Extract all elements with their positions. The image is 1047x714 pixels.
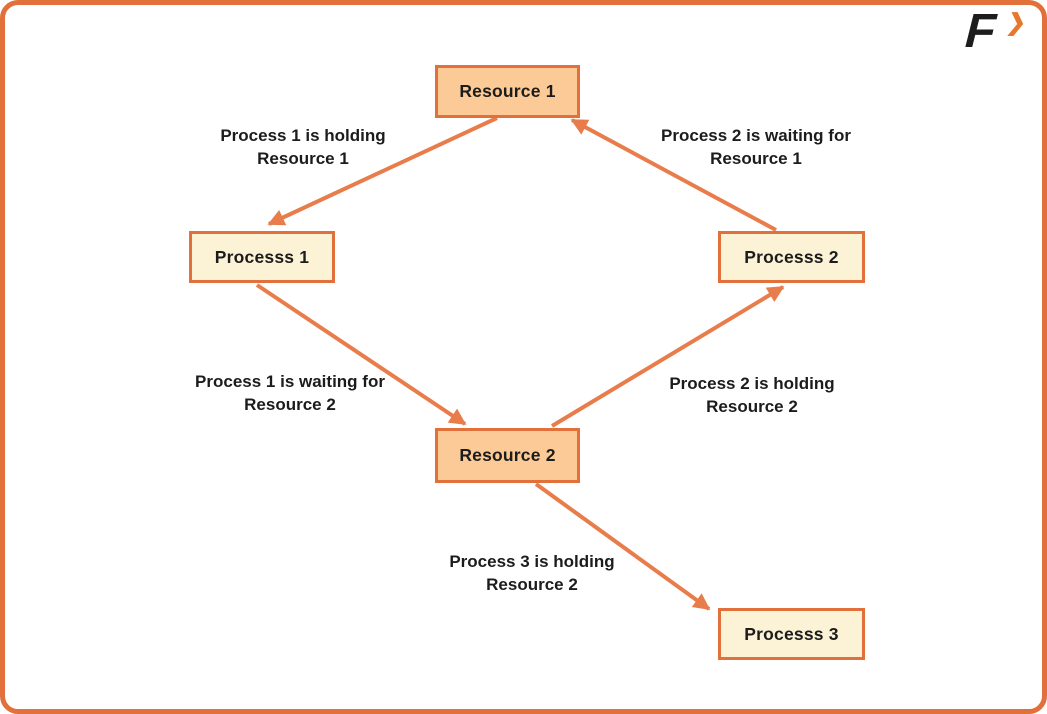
- logo-letter: F: [959, 5, 1002, 58]
- node-process-1: Processs 1: [189, 231, 335, 283]
- node-label: Resource 2: [459, 445, 556, 465]
- node-label: Processs 1: [214, 246, 310, 267]
- edge-label-waiting-r1: Process 2 is waiting for Resource 1: [641, 124, 871, 170]
- node-process-2: Processs 2: [718, 231, 865, 283]
- favtutor-logo: F ❯: [959, 5, 1029, 59]
- edge-label-line: Resource 2: [486, 575, 578, 594]
- edge-label-line: Process 2 is waiting for: [661, 126, 851, 145]
- node-process-3: Processs 3: [718, 608, 865, 660]
- node-label: Processs 2: [744, 246, 839, 267]
- node-resource-2: Resource 2: [435, 428, 580, 483]
- edge-label-line: Process 1 is holding: [220, 126, 386, 145]
- logo-chevron-icon: ❯: [1004, 9, 1029, 35]
- edge-label-line: Process 3 is holding: [449, 552, 615, 571]
- edge-label-line: Resource 1: [257, 149, 349, 168]
- edge-label-line: Process 2 is holding: [669, 374, 835, 393]
- edge-label-line: Resource 1: [710, 149, 802, 168]
- edge-label-line: Resource 2: [244, 395, 336, 414]
- edge-label-line: Resource 2: [706, 397, 798, 416]
- node-label: Processs 3: [744, 623, 839, 644]
- node-label: Resource 1: [459, 81, 556, 101]
- edge-label-line: Process 1 is waiting for: [195, 372, 385, 391]
- edge-label-waiting-r2: Process 1 is waiting for Resource 2: [175, 370, 405, 416]
- node-resource-1: Resource 1: [435, 65, 580, 118]
- edge-label-holding-r2-p2: Process 2 is holding Resource 2: [637, 372, 867, 418]
- edge-label-holding-r1: Process 1 is holding Resource 1: [188, 124, 418, 170]
- edge-label-holding-r2-p3: Process 3 is holding Resource 2: [417, 550, 647, 596]
